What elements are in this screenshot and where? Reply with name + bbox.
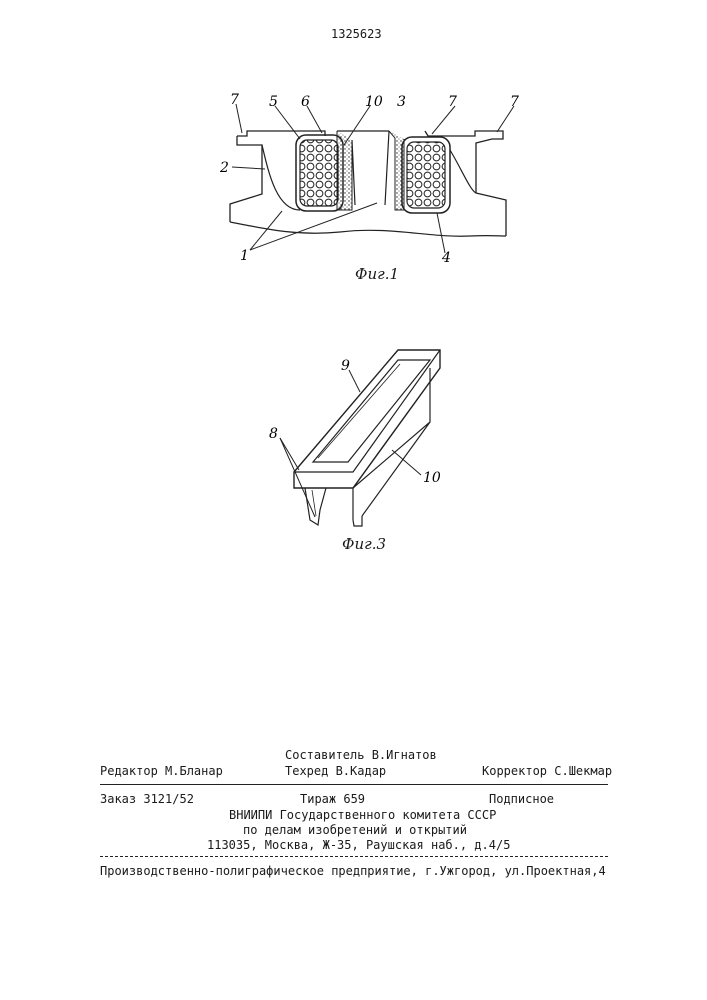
figure-1-drawing: 7 5 6 10 3 7 7 2 1 4: [0, 0, 707, 300]
circulation-line: Тираж 659: [300, 792, 365, 806]
organization-line-1: ВНИИПИ Государственного комитета СССР: [229, 808, 496, 822]
fig1-label-2: 2: [219, 160, 229, 176]
order-line: Заказ 3121/52: [100, 792, 194, 806]
fig1-label-3: 3: [397, 94, 406, 110]
address-line: 113035, Москва, Ж-35, Раушская наб., д.4…: [207, 838, 510, 852]
fig1-label-7-mid: 7: [448, 94, 457, 110]
fig1-label-1: 1: [240, 248, 249, 264]
divider-1: [100, 784, 608, 785]
divider-2: [100, 856, 608, 857]
fig1-label-10: 10: [365, 94, 383, 110]
fig1-label-7-left: 7: [230, 92, 239, 108]
organization-line-2: по делам изобретений и открытий: [243, 823, 467, 837]
corrector-line: Корректор С.Шекмар: [482, 764, 612, 778]
fig3-label-10: 10: [423, 470, 441, 486]
printer-line: Производственно-полиграфическое предприя…: [100, 864, 606, 878]
fig1-label-7-right: 7: [510, 94, 519, 110]
fig1-label-4: 4: [441, 250, 451, 266]
fig3-caption: Фиг.3: [342, 535, 386, 553]
editor-line: Редактор М.Бланар: [100, 764, 223, 778]
techred-line: Техред В.Кадар: [285, 764, 386, 778]
fig1-label-5: 5: [269, 94, 278, 110]
fig3-label-8: 8: [269, 426, 278, 442]
fig1-label-6: 6: [301, 94, 310, 110]
fig3-label-9: 9: [341, 358, 350, 374]
composer-line: Составитель В.Игнатов: [285, 748, 437, 762]
subscription-line: Подписное: [489, 792, 554, 806]
fig1-caption: Фиг.1: [355, 265, 399, 283]
